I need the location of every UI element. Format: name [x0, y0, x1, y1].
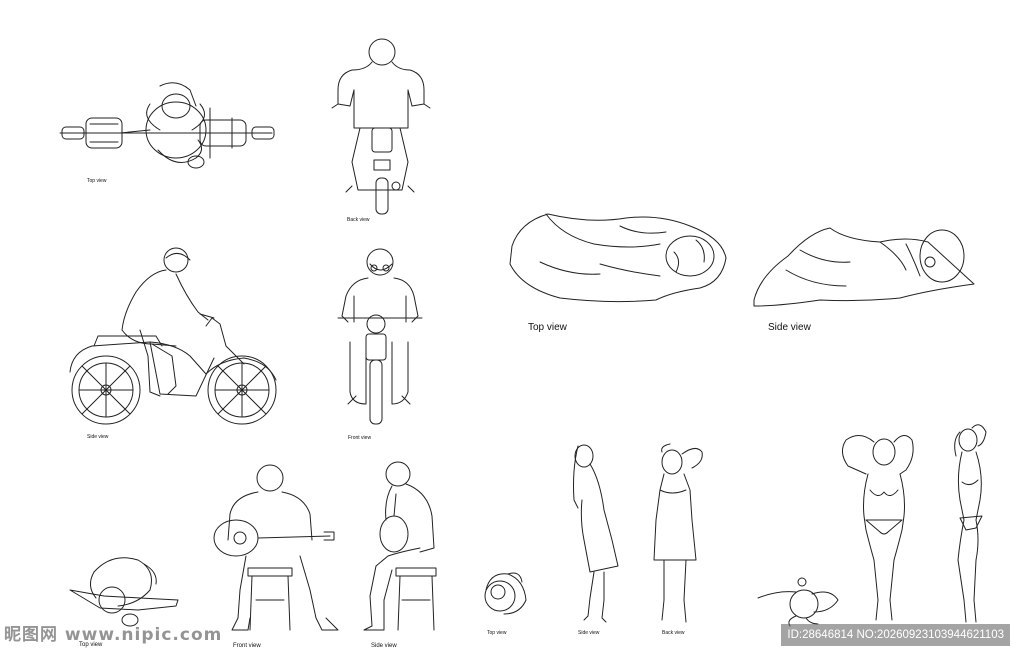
sleeping-person-top-view	[510, 214, 726, 302]
motorcycle-side-view	[70, 248, 276, 424]
towel-woman-back-view	[654, 444, 702, 622]
motorcycle-back-view	[332, 39, 430, 214]
image-id-watermark: ID:28646814 NO:20260923103944621103	[781, 624, 1010, 646]
bikini-woman-side-view	[955, 425, 986, 622]
caption-moto-back: Back view	[347, 217, 370, 223]
motorcycle-front-view	[338, 249, 422, 424]
guitarist-front-view	[214, 465, 338, 630]
caption-moto-top: Top view	[87, 178, 107, 184]
guitarist-top-view	[70, 558, 178, 626]
bikini-woman-front-view	[842, 435, 913, 620]
caption-towel-back: Back view	[662, 630, 685, 636]
motorcycle-top-view	[60, 83, 274, 168]
caption-guitar-front: Front view	[233, 643, 261, 649]
caption-guitar-top: Top view	[79, 642, 103, 648]
caption-sleep-side: Side view	[768, 322, 811, 333]
bikini-woman-top-view	[758, 578, 838, 626]
caption-moto-front: Front view	[348, 435, 372, 441]
sleeping-person-side-view	[754, 228, 974, 306]
site-watermark: 昵图网 www.nipic.com	[4, 625, 223, 645]
caption-moto-side: Side view	[87, 434, 109, 440]
towel-woman-side-view	[574, 445, 619, 622]
caption-towel-side: Side view	[578, 630, 600, 636]
towel-woman-top-view	[485, 573, 526, 614]
caption-guitar-side: Side view	[371, 643, 397, 649]
caption-towel-top: Top view	[487, 630, 507, 636]
caption-sleep-top: Top view	[528, 322, 567, 333]
guitarist-side-view	[364, 462, 436, 630]
